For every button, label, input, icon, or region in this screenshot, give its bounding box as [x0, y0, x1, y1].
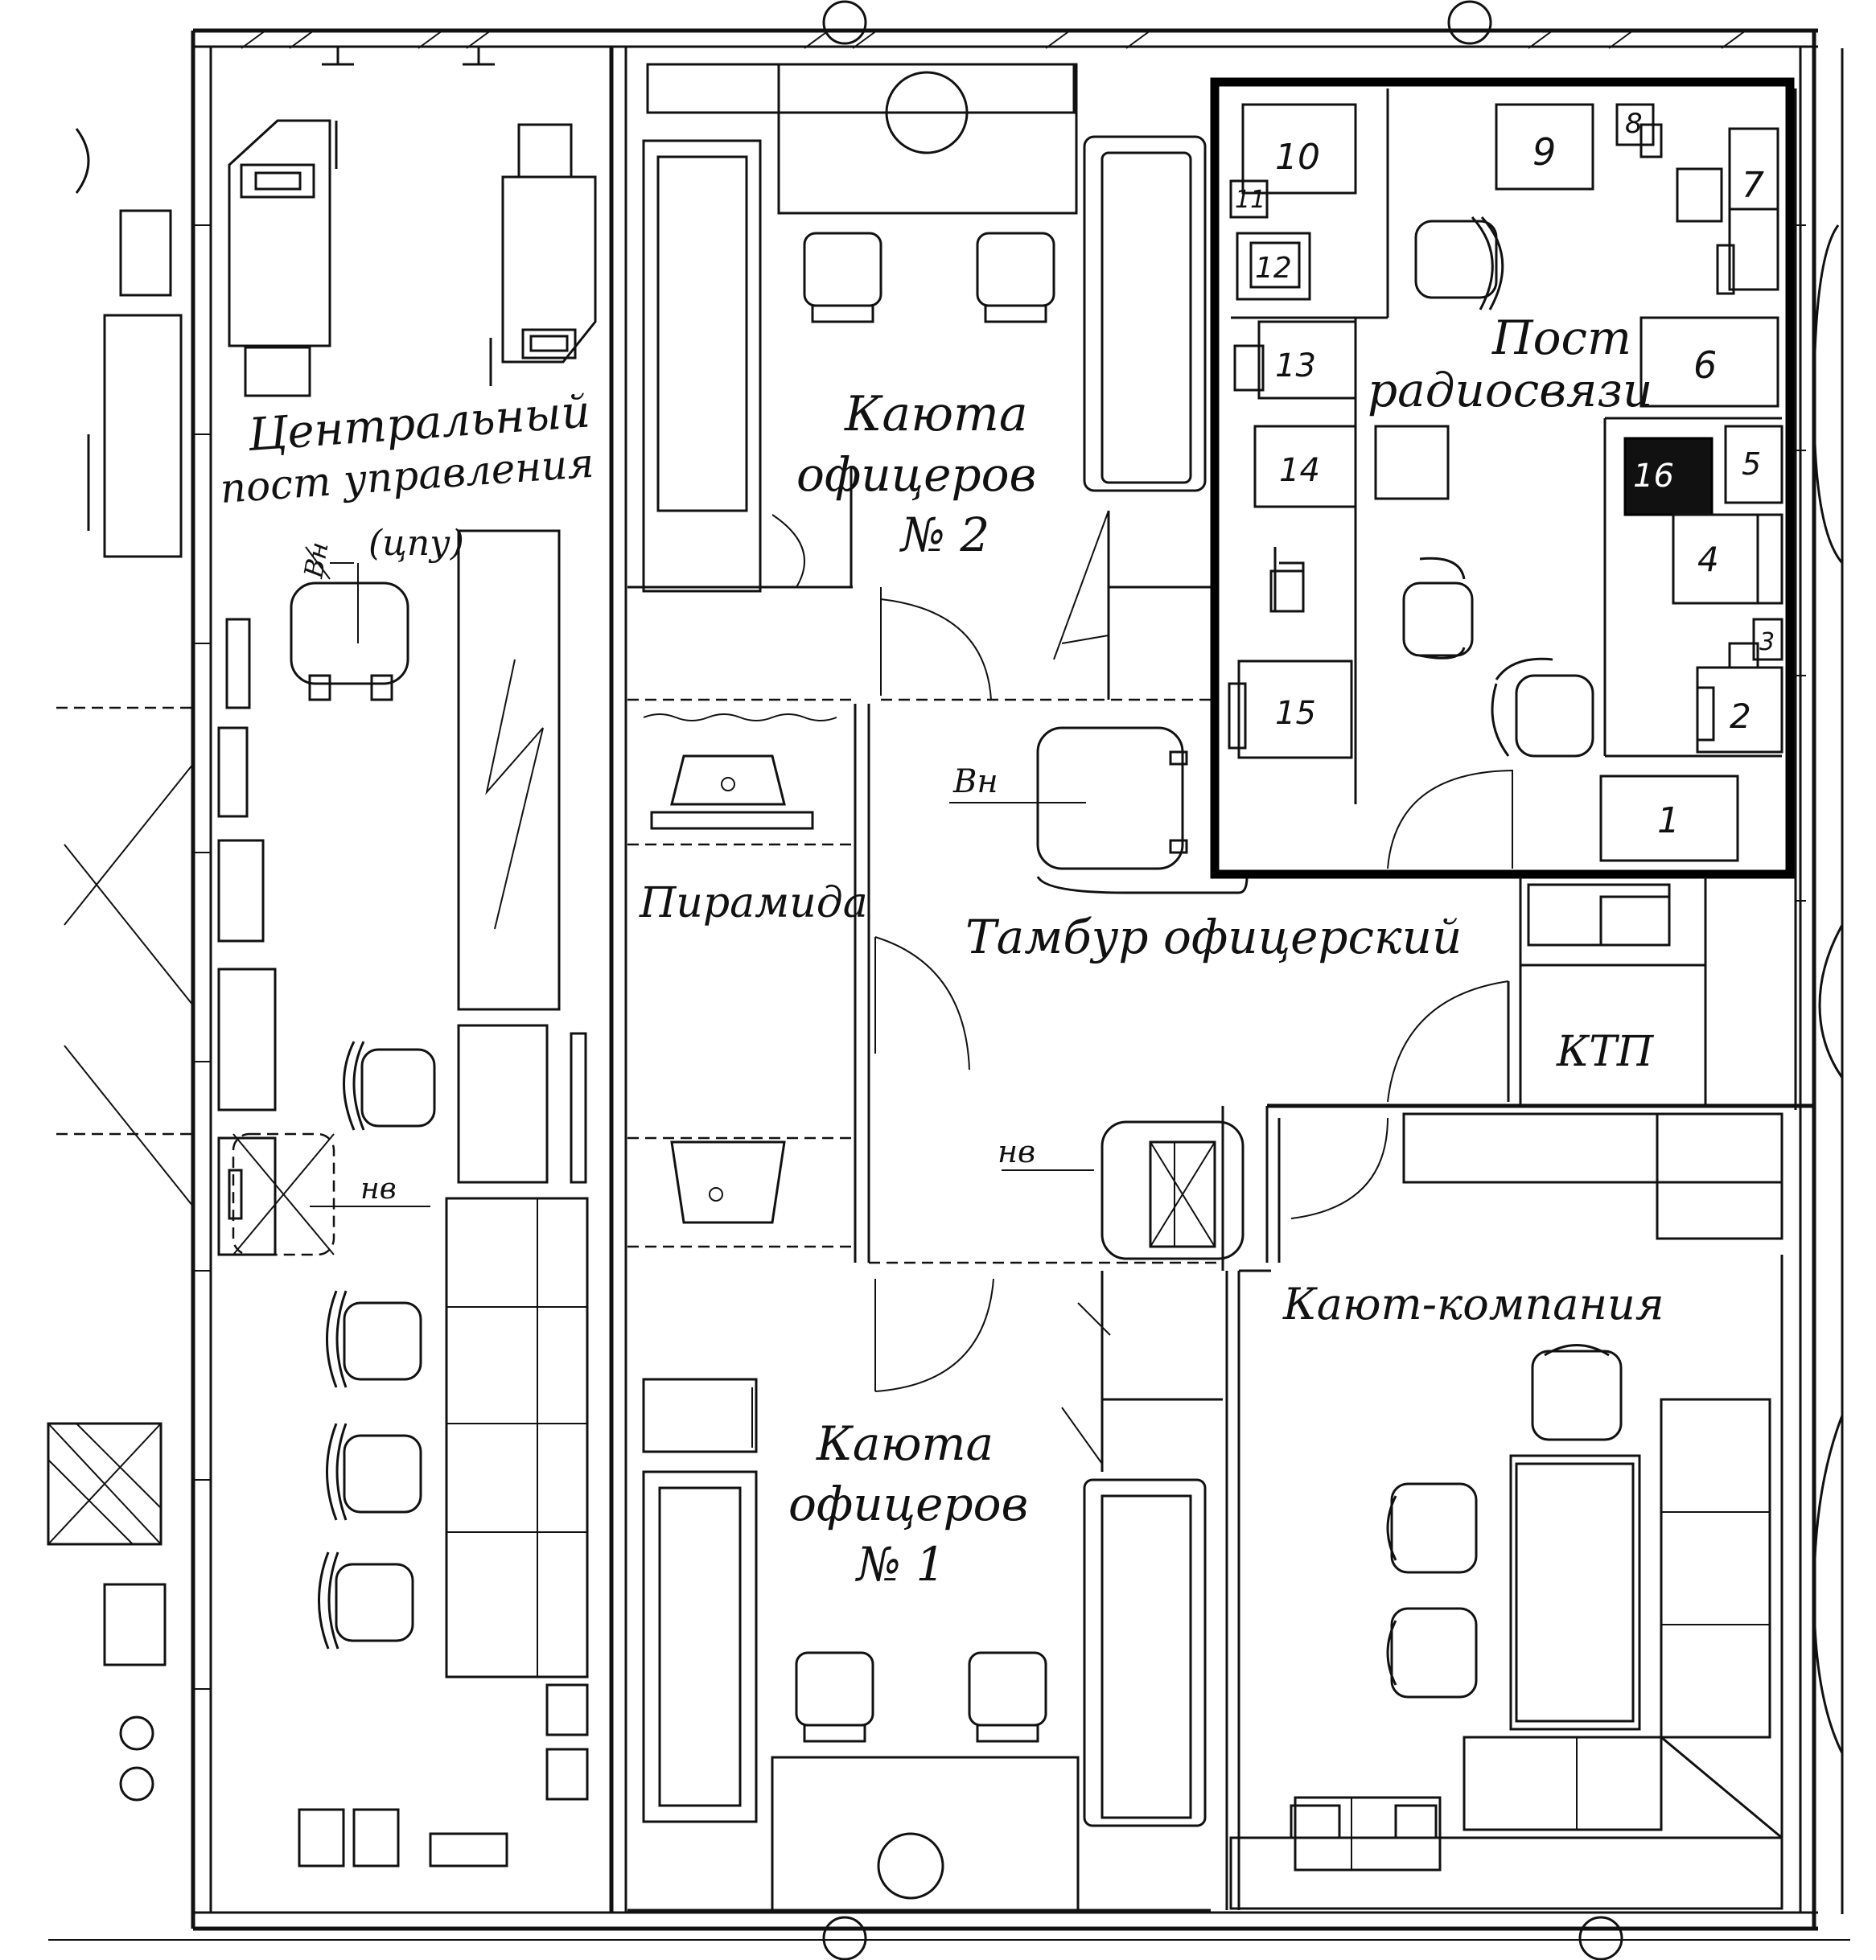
room-cpu: Центральный пост управления (цпу) Вн нв	[217, 47, 627, 1913]
room-pyramid: Пирамида	[627, 713, 868, 1248]
cabin1-label-line2: офицеров	[788, 1477, 1028, 1531]
cabin2-label-line2: офицеров	[796, 447, 1036, 502]
room-radio: 10 11 12 13 14 15 9 8 7 6 5 16 4 3 2 1 П…	[1210, 77, 1795, 879]
equipment-number-9: 9	[1532, 130, 1556, 174]
stair-nv-mark: нв	[998, 1134, 1035, 1169]
right-corridor	[1794, 88, 1806, 1110]
equipment-number-7: 7	[1742, 165, 1764, 206]
equipment-number-6: 6	[1693, 343, 1717, 387]
equipment-number-10: 10	[1275, 137, 1320, 178]
equipment-number-5: 5	[1742, 446, 1761, 482]
radio-label-line2: радиосвязи	[1368, 363, 1652, 417]
equipment-number-16: 16	[1633, 458, 1674, 495]
cabin2-label-line1: Каюта	[844, 386, 1028, 442]
room-mess: Кают-компания	[1225, 1103, 1814, 1910]
equipment-number-4: 4	[1697, 540, 1719, 579]
radio-label-line1: Пост	[1491, 310, 1631, 365]
cpu-nv-mark: нв	[360, 1173, 397, 1206]
equipment-numbers: 10 11 12 13 14 15 9 8 7 6 5 16 4 3 2 1	[1235, 108, 1775, 841]
equipment-number-2: 2	[1730, 696, 1751, 736]
cabin1-label-line1: Каюта	[816, 1416, 994, 1471]
equipment-number-8: 8	[1625, 108, 1643, 140]
cpu-vn-mark: Вн	[298, 540, 334, 581]
room-cabin-2: Каюта офицеров № 2	[627, 63, 1211, 701]
exterior-right	[1812, 48, 1844, 1914]
equipment-number-3: 3	[1759, 628, 1775, 656]
equipment-number-1: 1	[1657, 800, 1680, 841]
mess-label: Кают-компания	[1282, 1279, 1664, 1329]
equipment-16-block	[1623, 437, 1713, 516]
equipment-number-14: 14	[1279, 452, 1320, 489]
room-vestibule: Вн Тамбур офицерский нв	[854, 704, 1462, 1271]
cpu-label-line3: (цпу)	[368, 523, 464, 564]
cabin2-label-line3: № 2	[899, 507, 989, 562]
equipment-number-15: 15	[1275, 695, 1316, 732]
pyramid-label: Пирамида	[639, 879, 868, 927]
hull-walls	[48, 0, 1850, 1960]
equipment-number-13: 13	[1275, 347, 1316, 384]
exterior-left	[47, 128, 194, 1802]
equipment-number-12: 12	[1255, 252, 1292, 285]
cabin1-label-line3: № 1	[854, 1537, 945, 1592]
vestibule-label: Тамбур офицерский	[965, 910, 1462, 964]
vestibule-vn-mark: Вн	[952, 763, 998, 800]
room-cabin-1: Каюта офицеров № 1	[627, 1271, 1223, 1912]
ktp-label: КТП	[1556, 1028, 1655, 1076]
equipment-number-11: 11	[1235, 186, 1265, 214]
